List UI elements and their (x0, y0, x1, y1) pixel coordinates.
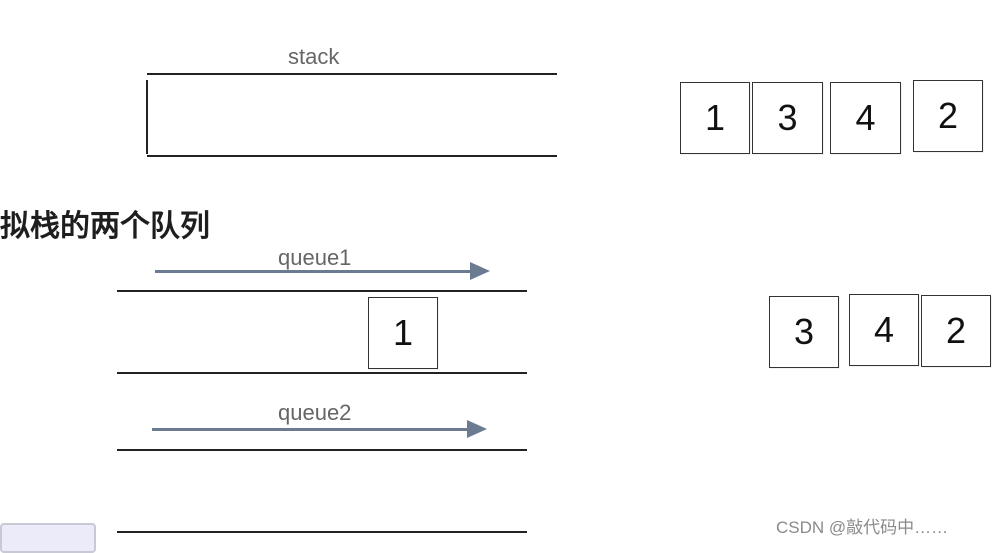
stack-top-line (147, 73, 557, 75)
waiting-element-box: 4 (849, 294, 919, 366)
corner-panel (0, 523, 96, 553)
queue1-top-line (117, 290, 527, 292)
stack-element-box: 2 (913, 80, 983, 152)
watermark: CSDN @敲代码中…… (776, 518, 949, 537)
stack-element-box: 4 (830, 82, 901, 154)
waiting-element-box: 3 (769, 296, 839, 368)
queue2-top-line (117, 449, 527, 451)
section-heading: 模拟栈的两个队列 (0, 209, 210, 244)
queue1-label: queue1 (278, 245, 352, 270)
queue2-arrow-head (467, 420, 487, 438)
stack-bottom-line (147, 155, 557, 157)
waiting-element-box: 2 (921, 295, 991, 367)
queue2-bottom-line (117, 531, 527, 533)
stack-label: stack (288, 44, 340, 69)
queue2-direction-arrow (152, 428, 470, 431)
queue1-element-box: 1 (368, 297, 438, 369)
stack-bottom-wall (146, 80, 148, 154)
queue1-direction-arrow (155, 270, 473, 273)
queue2-label: queue2 (278, 400, 352, 425)
stack-element-box: 3 (752, 82, 823, 154)
queue1-bottom-line (117, 372, 527, 374)
queue1-arrow-head (470, 262, 490, 280)
stack-element-box: 1 (680, 82, 750, 154)
